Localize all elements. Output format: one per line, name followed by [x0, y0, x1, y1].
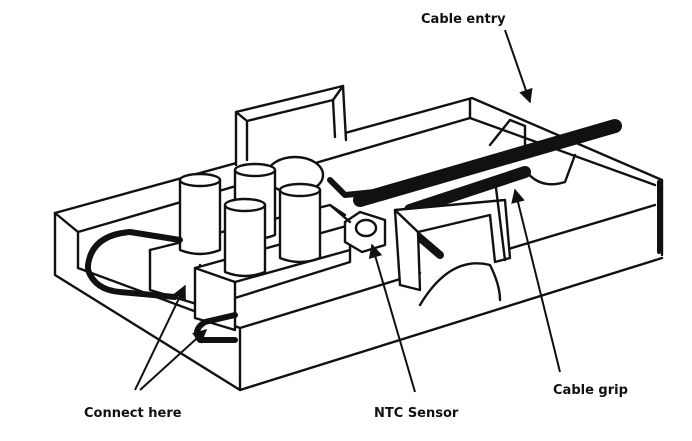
- label-connect-here: Connect here: [84, 406, 182, 421]
- ntc-sensor-arrow: [368, 243, 416, 393]
- connect-here-arrow-2: [139, 329, 208, 391]
- terminal-cylinders: [178, 162, 322, 278]
- back-clip: [234, 84, 348, 167]
- connect-here-arrow-1: [134, 284, 186, 391]
- ntc-sensor: [328, 203, 387, 254]
- cable-grip: [393, 198, 512, 292]
- cable-grip-arrow: [511, 188, 561, 373]
- cable-entry-arrow: [504, 29, 533, 104]
- label-cable-grip: Cable grip: [553, 383, 628, 398]
- right-wall: [488, 118, 527, 262]
- label-cable-entry: Cable entry: [421, 12, 506, 27]
- front-arch: [418, 262, 502, 307]
- label-ntc-sensor: NTC Sensor: [374, 406, 459, 421]
